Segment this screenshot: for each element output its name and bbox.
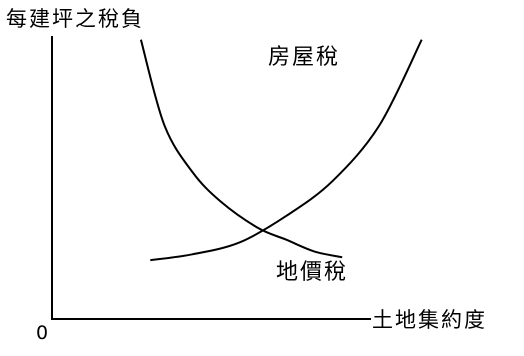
series-house-tax-curve xyxy=(150,39,423,262)
x-axis-label: 土地集約度 xyxy=(372,308,487,332)
series-label-land-value-tax: 地價稅 xyxy=(276,260,349,285)
series-label-house-tax: 房屋稅 xyxy=(268,45,341,70)
y-axis-label: 每建坪之稅負 xyxy=(6,7,144,31)
origin-label: 0 xyxy=(36,322,49,344)
series-land-value-tax-curve xyxy=(139,39,343,259)
series-layer xyxy=(139,39,423,262)
